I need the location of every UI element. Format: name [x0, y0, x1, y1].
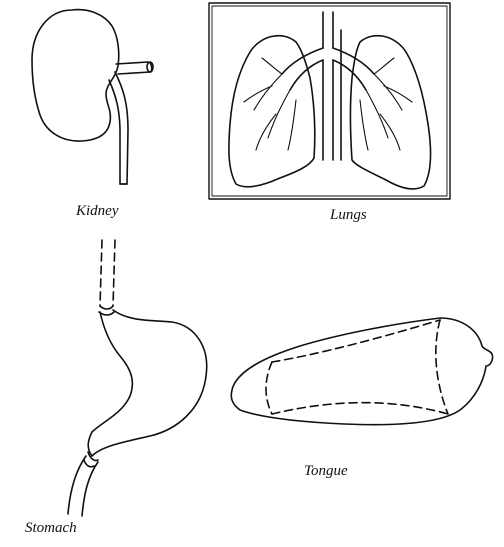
lungs-frame [209, 3, 450, 199]
lungs-branches [244, 58, 412, 150]
kidney-label: Kidney [76, 203, 119, 219]
tongue-dashed-top [272, 320, 440, 362]
kidney-illustration [32, 10, 153, 184]
tongue-label: Tongue [304, 463, 348, 479]
kidney-ureter [109, 72, 128, 184]
lungs-bronchi [282, 48, 374, 90]
stomach-label: Stomach [25, 520, 77, 536]
stomach-body [88, 310, 206, 456]
lungs-illustration [209, 3, 450, 199]
stomach-esophagus-ring [99, 306, 114, 315]
stomach-esophagus [100, 240, 115, 306]
lungs-left-lobe [229, 36, 315, 187]
lungs-label: Lungs [330, 207, 367, 223]
tongue-dashed-bottom [272, 403, 448, 414]
tongue-outline [231, 318, 492, 425]
stomach-pylorus-ring [84, 452, 98, 467]
tongue-dashed-left [266, 362, 272, 414]
stomach-illustration [68, 240, 207, 516]
stomach-duodenum [68, 456, 98, 516]
tongue-dashed-right [436, 320, 448, 414]
lungs-frame-inner [212, 6, 447, 196]
kidney-outline [32, 10, 119, 141]
lungs-right-lobe [351, 36, 431, 189]
tongue-illustration [231, 318, 492, 425]
lungs-trachea [323, 12, 341, 160]
kidney-vessel-opening [147, 62, 153, 72]
